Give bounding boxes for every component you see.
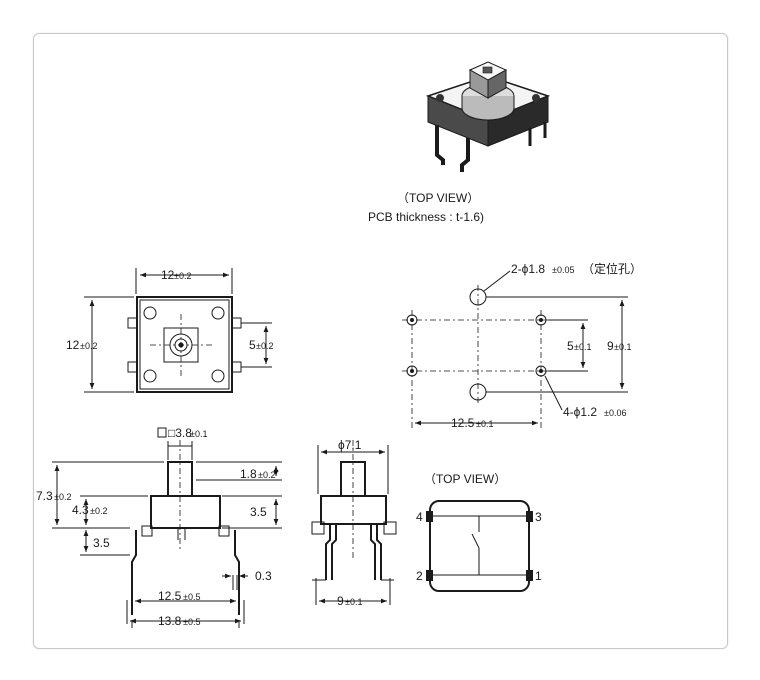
top-view-title: （TOP VIEW） xyxy=(397,191,479,205)
pin-label-4: 4 xyxy=(416,510,423,524)
pcb-vertical-large-value: 9 xyxy=(607,339,614,353)
square-symbol xyxy=(157,427,167,438)
pcb-vertical-small-value: 5 xyxy=(567,339,574,353)
lead-thickness-value: 0.3 xyxy=(255,569,272,583)
pin-span-value: 12.5 xyxy=(158,589,182,603)
switch-schematic xyxy=(426,500,533,592)
overall-height-value: 7.3 xyxy=(36,489,53,503)
front-pin-spacing-value: 5 xyxy=(249,338,256,352)
locating-holes-note: （定位孔） xyxy=(582,261,642,276)
cap-height-tolerance: ±0.2 xyxy=(258,470,275,480)
body-height-value: 4.3 xyxy=(72,503,89,517)
side-view xyxy=(52,440,282,628)
stem-height-value: 3.5 xyxy=(250,505,267,519)
front-pin-spacing-tolerance: ±0.2 xyxy=(256,341,273,351)
locating-holes-tolerance: ±0.05 xyxy=(552,265,574,275)
schematic-title: （TOP VIEW） xyxy=(424,472,506,486)
actuator-size-tolerance: ±0.1 xyxy=(190,429,207,439)
body-width-tolerance: ±0.5 xyxy=(183,617,200,627)
cap-height-value: 1.8 xyxy=(240,467,257,481)
pcb-horizontal-span-value: 12.5 xyxy=(451,416,475,430)
lead-pitch-tolerance: ±0.1 xyxy=(345,597,362,607)
stem-diameter-value: ϕ7.1 xyxy=(338,438,362,452)
pcb-thickness-note: PCB thickness : t-1.6) xyxy=(368,210,484,224)
pin-holes-label: 4-ϕ1.2 xyxy=(563,405,597,419)
locating-holes-label: 2-ϕ1.8 xyxy=(511,262,545,276)
end-view xyxy=(311,440,397,605)
front-width-value: 12 xyxy=(161,268,175,282)
pcb-vertical-small-tolerance: ±0.1 xyxy=(574,342,591,352)
pin-holes-tolerance: ±0.06 xyxy=(604,408,626,418)
pin-span-tolerance: ±0.5 xyxy=(183,592,200,602)
pcb-vertical-large-tolerance: ±0.1 xyxy=(614,342,631,352)
pin-label-2: 2 xyxy=(416,569,423,583)
switch-3d-illustration xyxy=(425,61,551,172)
front-height-tolerance: ±0.2 xyxy=(80,341,97,351)
pcb-layout xyxy=(402,270,628,430)
pcb-horizontal-span-tolerance: ±0.1 xyxy=(476,419,493,429)
front-view xyxy=(84,268,272,393)
actuator-size-value: □3.8 xyxy=(168,426,192,440)
body-width-value: 13.8 xyxy=(158,614,182,628)
lead-length-value: 3.5 xyxy=(93,536,110,550)
pin-label-1: 1 xyxy=(535,569,542,583)
body-height-tolerance: ±0.2 xyxy=(90,506,107,516)
front-width-tolerance: ±0.2 xyxy=(174,271,191,281)
lead-pitch-value: 9 xyxy=(337,594,344,608)
pin-label-3: 3 xyxy=(535,510,542,524)
overall-height-tolerance: ±0.2 xyxy=(54,492,71,502)
front-height-value: 12 xyxy=(66,338,80,352)
